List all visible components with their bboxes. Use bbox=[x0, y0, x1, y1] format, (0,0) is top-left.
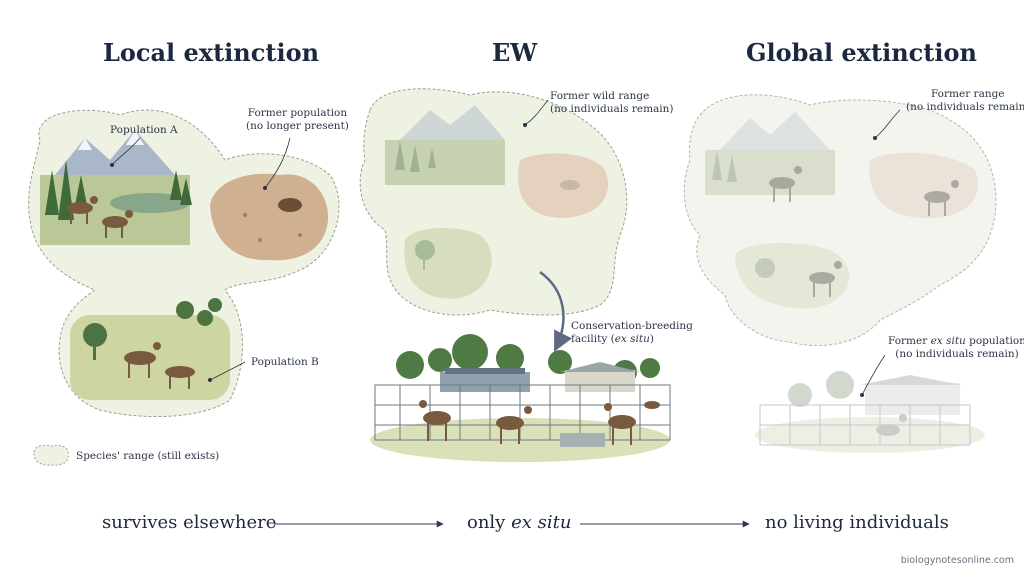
dot-global-former-range bbox=[873, 136, 877, 140]
ew-faded-scenes bbox=[385, 105, 609, 299]
label-global-former-range: Former range (no individuals remain) bbox=[906, 88, 1024, 114]
dot-former-population bbox=[263, 186, 267, 190]
legend-text: Species' range (still exists) bbox=[76, 450, 220, 462]
label-ew-facility-line1: Conservation-breeding bbox=[571, 320, 693, 332]
population-a-scene bbox=[40, 130, 192, 245]
label-ew-facility: Conservation-breeding facility (ex situ) bbox=[571, 320, 693, 346]
bottom-survives-elsewhere: survives elsewhere bbox=[102, 512, 277, 533]
label-ew-facility-line2: facility (ex situ) bbox=[571, 333, 654, 345]
label-ew-former-wild-range-line1: Former wild range bbox=[550, 90, 650, 102]
label-ew-former-wild-range: Former wild range (no individuals remain… bbox=[550, 90, 674, 116]
ew-arrow bbox=[539, 270, 572, 352]
label-population-b: Population B bbox=[251, 356, 319, 368]
ew-antelopes bbox=[419, 400, 660, 445]
antelope-group-a bbox=[67, 196, 133, 238]
dot-population-a bbox=[110, 163, 114, 167]
former-population-scene bbox=[210, 173, 329, 261]
global-former-range-blob bbox=[683, 94, 997, 347]
label-population-a: Population A bbox=[110, 124, 178, 136]
dot-ew-former-range bbox=[523, 123, 527, 127]
title-ew: EW bbox=[492, 38, 538, 67]
bottom-no-living-individuals: no living individuals bbox=[765, 512, 949, 533]
dot-population-b bbox=[208, 378, 212, 382]
dot-global-former-exsitu bbox=[860, 393, 864, 397]
label-former-population-line2: (no longer present) bbox=[246, 120, 349, 132]
label-global-former-exsitu-line2: (no individuals remain) bbox=[895, 348, 1019, 360]
label-ew-former-wild-range-line2: (no individuals remain) bbox=[550, 103, 674, 115]
label-global-former-range-line1: Former range bbox=[930, 88, 1005, 100]
label-global-former-exsitu: Former ex situ population (no individual… bbox=[888, 335, 1024, 361]
title-local-extinction: Local extinction bbox=[103, 38, 320, 67]
global-faded-facility bbox=[755, 371, 985, 453]
population-b-scene bbox=[70, 298, 230, 400]
global-leader-lines bbox=[861, 109, 901, 396]
bottom-only-ex-situ: only ex situ bbox=[467, 512, 572, 533]
global-faded-antelopes bbox=[769, 166, 959, 297]
label-global-former-exsitu-line1: Former ex situ population bbox=[888, 335, 1024, 347]
title-global-extinction: Global extinction bbox=[746, 38, 977, 67]
global-faded-scenes bbox=[705, 112, 979, 309]
site-credit: biologynotesonline.com bbox=[900, 555, 1014, 566]
label-former-population-line1: Former population bbox=[247, 107, 348, 119]
label-former-population: Former population (no longer present) bbox=[246, 107, 349, 133]
local-leader-lines bbox=[111, 137, 291, 381]
ew-facility-scene bbox=[370, 334, 671, 462]
label-global-former-range-line2: (no individuals remain) bbox=[906, 101, 1024, 113]
legend-swatch bbox=[33, 444, 69, 466]
ew-leader-lines bbox=[524, 99, 549, 126]
antelope-group-b bbox=[124, 342, 195, 389]
